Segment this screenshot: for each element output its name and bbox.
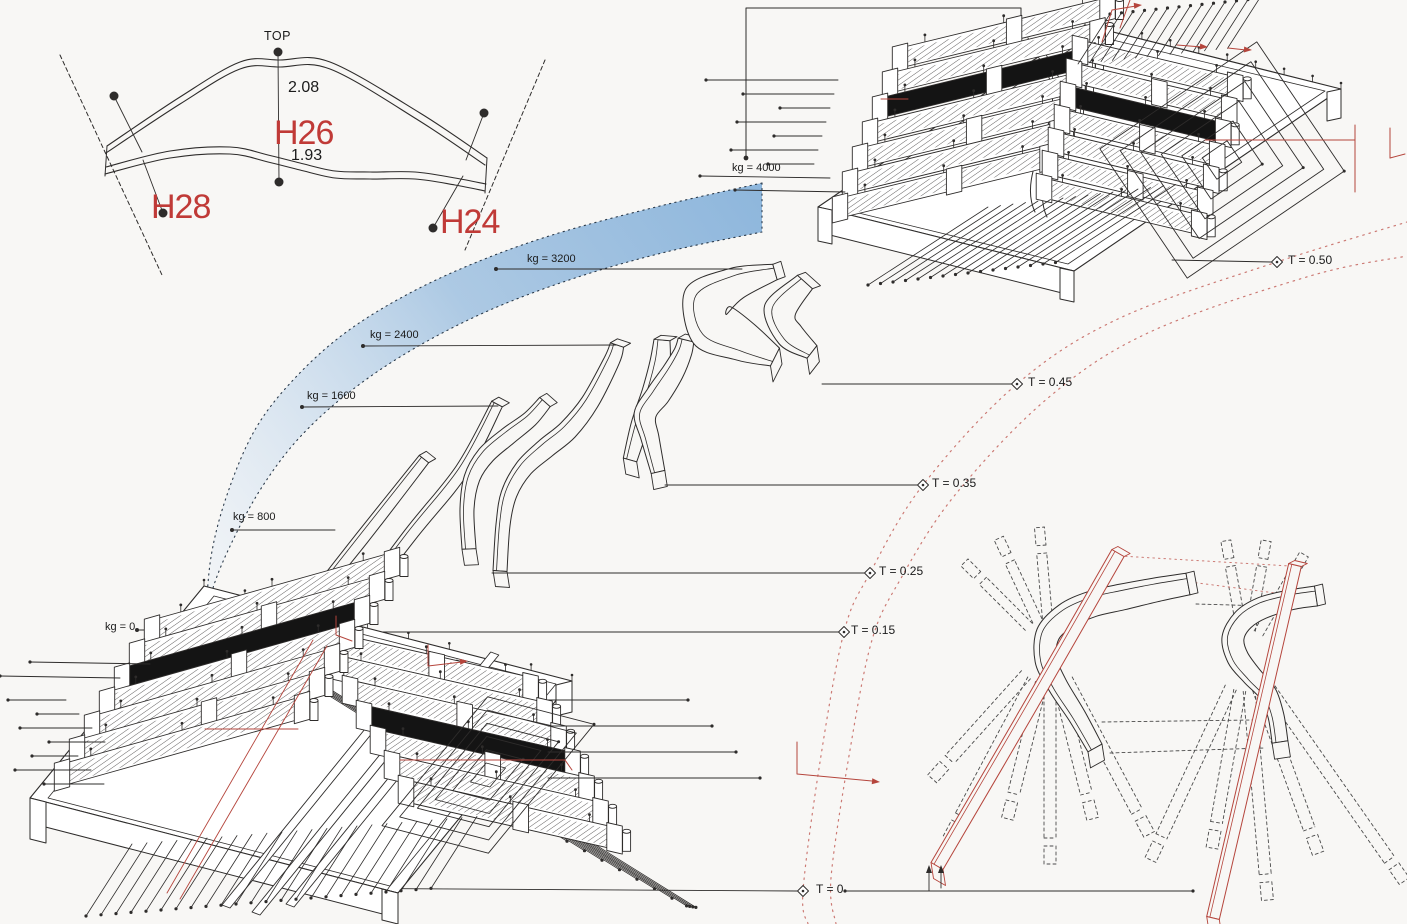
plan-label-h26: H26: [274, 114, 334, 152]
load-label-4000: kg = 4000: [732, 162, 781, 174]
plan-top-label: TOP: [264, 29, 291, 43]
plan-label-h28: H28: [151, 188, 211, 226]
load-label-0: kg = 0: [105, 621, 136, 633]
time-label-025: T = 0.25: [879, 564, 924, 578]
load-label-800: kg = 800: [233, 511, 276, 523]
load-label-1600: kg = 1600: [307, 390, 356, 402]
plan-dim-lower: 1.93: [291, 147, 323, 164]
time-label-045: T = 0.45: [1028, 375, 1073, 389]
time-label-0: T = 0: [816, 882, 844, 896]
load-label-3200: kg = 3200: [527, 253, 576, 265]
load-label-2400: kg = 2400: [370, 329, 419, 341]
time-label-015: T = 0.15: [851, 623, 896, 637]
time-label-050: T = 0.50: [1288, 253, 1333, 267]
plan-label-h24: H24: [440, 203, 500, 241]
time-label-035: T = 0.35: [932, 476, 977, 490]
plan-dim-upper: 2.08: [288, 79, 320, 96]
